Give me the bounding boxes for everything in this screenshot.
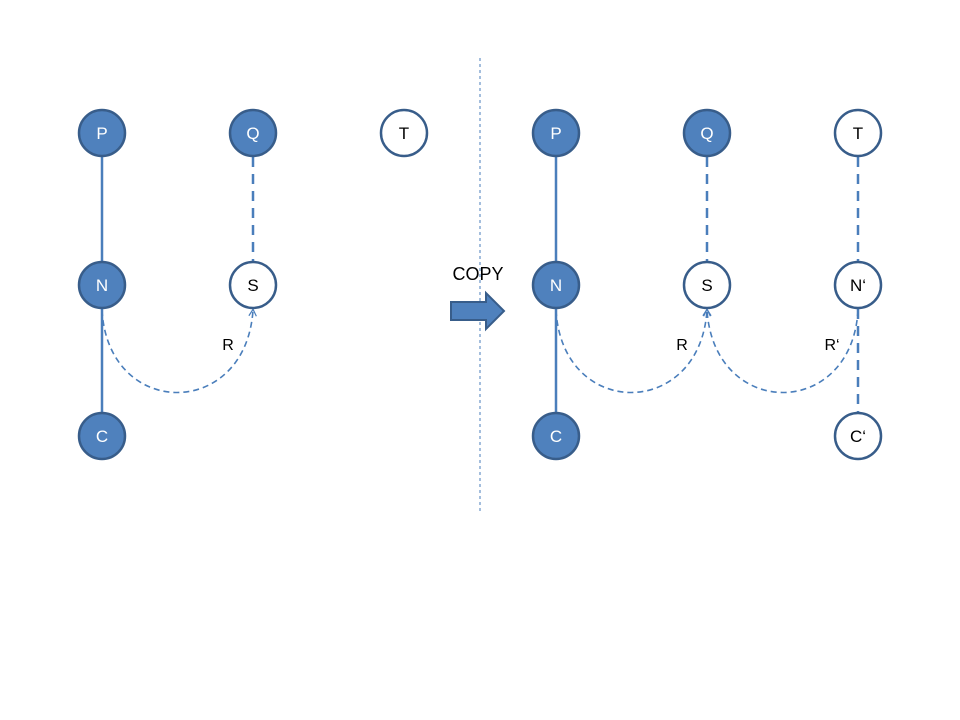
left-node-t: T [379,108,429,158]
svg-text:S: S [701,276,712,295]
right-edge-label-r: R [676,337,688,354]
copy-label: COPY [452,264,503,284]
right-arrow-icon [450,290,506,332]
left-diagram: R P Q T N S C [77,108,429,461]
svg-text:P: P [96,124,107,143]
copy-arrow: COPY [450,264,506,332]
svg-text:T: T [399,124,409,143]
svg-text:N‘: N‘ [850,276,866,295]
right-edge-r [555,308,711,394]
left-node-n: N [77,260,127,310]
svg-text:N: N [550,276,562,295]
svg-text:S: S [247,276,258,295]
right-edge-r2 [703,308,859,394]
right-diagram: R R‘ P Q T N S N‘ C [531,108,883,461]
svg-text:Q: Q [246,124,259,143]
left-node-s: S [228,260,278,310]
svg-text:T: T [853,124,863,143]
right-node-q: Q [682,108,732,158]
right-edge-label-r2: R‘ [824,337,839,354]
svg-text:C‘: C‘ [850,427,866,446]
left-node-p: P [77,108,127,158]
right-node-c: C [531,411,581,461]
left-edge-r [101,308,257,394]
right-node-s: S [682,260,732,310]
svg-text:C: C [96,427,108,446]
right-node-p: P [531,108,581,158]
left-node-q: Q [228,108,278,158]
svg-text:N: N [96,276,108,295]
svg-text:P: P [550,124,561,143]
left-node-c: C [77,411,127,461]
right-node-c-prime: C‘ [833,411,883,461]
right-node-n: N [531,260,581,310]
svg-text:Q: Q [700,124,713,143]
left-edge-label-r: R [222,337,234,354]
svg-text:C: C [550,427,562,446]
right-node-n-prime: N‘ [833,260,883,310]
right-node-t: T [833,108,883,158]
